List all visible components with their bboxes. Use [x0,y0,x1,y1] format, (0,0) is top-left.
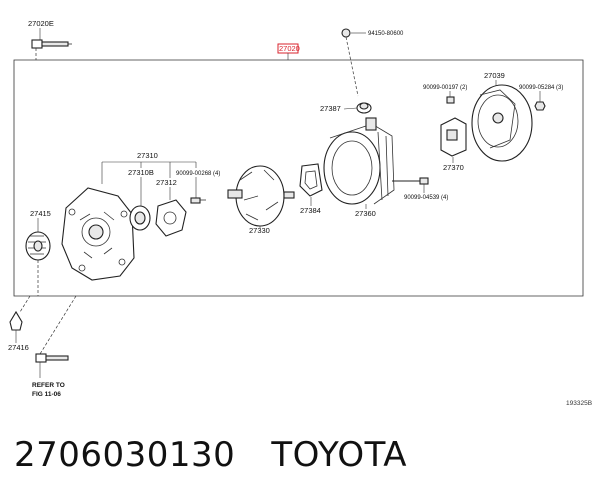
drive-end-frame-27310[interactable] [61,187,135,281]
retainer-plate-27312[interactable] [155,199,187,237]
label-27039: 27039 [484,71,505,80]
assembly-boundary [13,59,584,297]
nut-90099-00197[interactable] [446,96,455,104]
label-27370: 27370 [443,163,464,172]
refer-note-line1: REFER TO [32,382,65,389]
label-90099-05284: 90099-05284 (3) [519,85,563,91]
label-27415: 27415 [30,209,51,218]
label-27310: 27310 [137,151,158,160]
label-27310b: 27310B [128,168,154,177]
grommet-27387[interactable] [356,102,372,114]
label-27020e: 27020E [28,19,54,28]
insulator-27384[interactable] [299,163,323,197]
label-27330: 27330 [249,226,270,235]
label-27312: 27312 [156,178,177,187]
bearing-27310b[interactable] [129,205,151,231]
label-90099-00197: 90099-00197 (2) [423,85,467,91]
exploded-parts-diagram: 27020E 94150-80600 27020 27387 90099-001… [8,19,592,407]
label-90099-04539: 90099-04539 (4) [404,195,448,201]
label-90099-00268: 90099-00268 (4) [176,171,220,177]
bolt-lower[interactable] [35,353,69,363]
part-caption: 2706030130 TOYOTA [14,430,407,480]
screw-90099-00268[interactable] [190,197,206,204]
label-27384: 27384 [300,206,321,215]
label-27020: 27020 [279,44,300,53]
label-27416: 27416 [8,343,29,352]
part-number: 2706030130 [14,435,236,475]
screw-94150-80600[interactable] [341,28,351,38]
label-94150-80600: 94150-80600 [368,31,404,37]
nut-90099-05284[interactable] [534,101,546,111]
regulator-27370[interactable] [440,117,467,157]
drawing-reference: 193325B [566,400,592,407]
rear-cover-27039[interactable] [471,84,533,162]
pulley-27415[interactable] [25,231,51,261]
label-27387: 27387 [320,104,341,113]
stator-27360[interactable] [323,117,395,205]
brand-name: TOYOTA [271,435,408,475]
rotor-27330[interactable] [227,165,295,227]
bolt-90099-04539[interactable] [392,177,429,185]
cap-27416[interactable] [9,310,23,331]
label-27360: 27360 [355,209,376,218]
refer-note-line2: FIG 11-06 [32,391,61,398]
bolt-27020e[interactable] [31,39,72,49]
